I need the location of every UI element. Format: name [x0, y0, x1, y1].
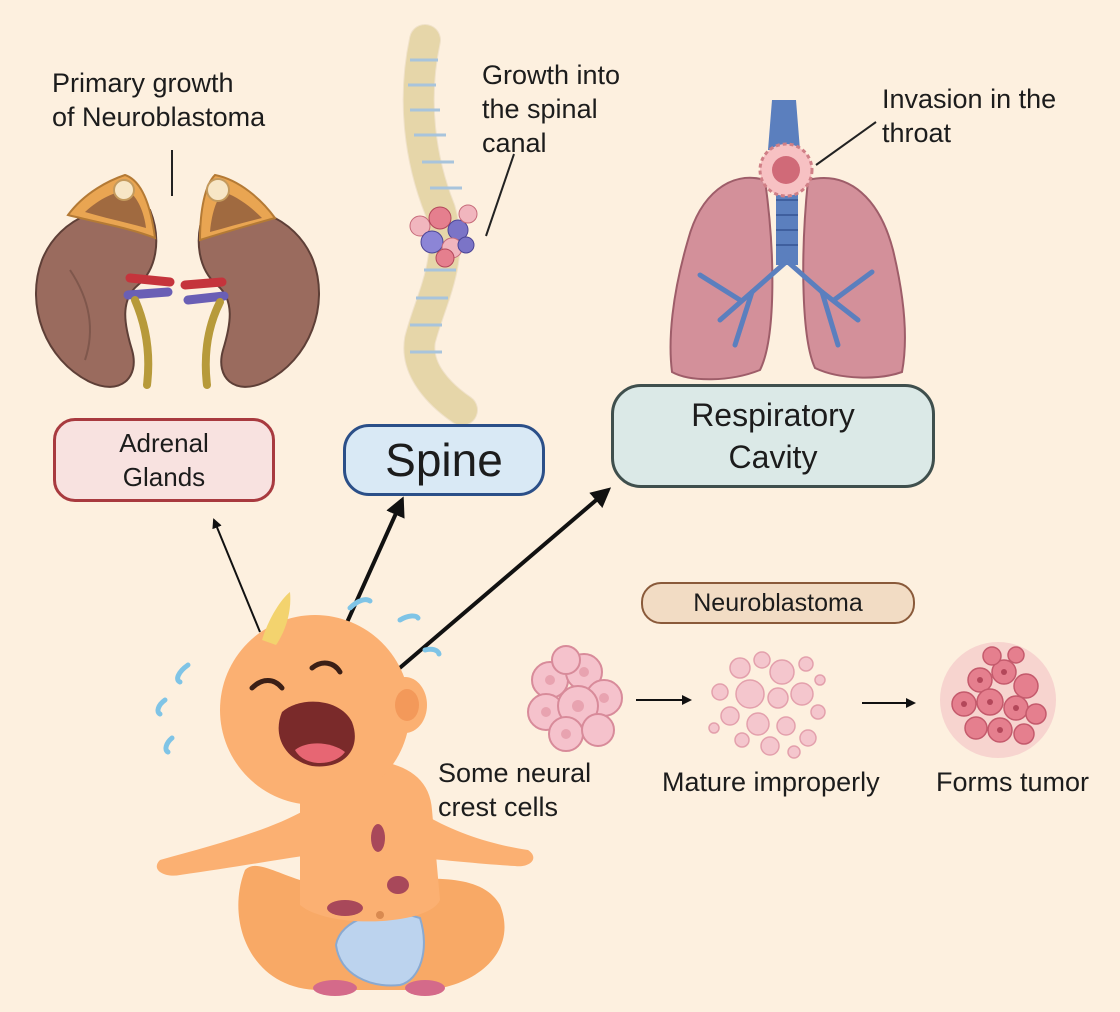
primary-growth-label: Primary growth of Neuroblastoma	[52, 66, 265, 134]
respiratory-box-line-2: Cavity	[728, 439, 818, 475]
spinal-growth-line-1: Growth into	[482, 60, 621, 90]
spinal-growth-line-3: canal	[482, 128, 547, 158]
primary-growth-line-2: of Neuroblastoma	[52, 102, 266, 132]
neuroblastoma-box: Neuroblastoma	[641, 582, 915, 624]
mature-improperly-label: Mature improperly	[662, 767, 880, 797]
neural-crest-line-1: Some neural	[438, 758, 592, 788]
throat-pointer	[815, 121, 877, 166]
primary-growth-line-1: Primary growth	[52, 68, 234, 98]
throat-invasion-line-1: Invasion in the	[882, 84, 1057, 114]
throat-invasion-line-2: throat	[882, 118, 952, 148]
respiratory-cavity-box: Respiratory Cavity	[611, 384, 935, 488]
adrenal-box-line-2: Glands	[122, 462, 206, 492]
spine-illustration	[402, 24, 478, 426]
spine-box-label: Spine	[385, 434, 503, 486]
lungs-illustration	[669, 100, 906, 381]
spinal-growth-pointer	[485, 153, 515, 237]
crying-baby-illustration	[155, 592, 534, 996]
spine-tumor	[409, 204, 478, 268]
kidneys-illustration	[34, 173, 321, 389]
neural-crest-cells-illustration	[527, 645, 623, 752]
spinal-growth-line-2: the spinal	[482, 94, 598, 124]
neural-crest-label: Some neural crest cells	[438, 756, 591, 824]
neuroblastoma-box-label: Neuroblastoma	[693, 588, 863, 617]
adrenal-box-line-1: Adrenal	[119, 428, 209, 458]
forms-tumor-label: Forms tumor	[936, 767, 1090, 797]
adrenal-glands-box: Adrenal Glands	[53, 418, 275, 502]
throat-invasion-label: Invasion in the throat	[882, 82, 1056, 150]
spine-box: Spine	[343, 424, 545, 496]
immature-cells-illustration	[708, 651, 826, 759]
neural-crest-line-2: crest cells	[438, 792, 559, 822]
tumor-cells-illustration	[940, 642, 1056, 758]
arrows	[212, 487, 916, 708]
spinal-growth-label: Growth into the spinal canal	[482, 58, 620, 160]
respiratory-box-line-1: Respiratory	[691, 397, 855, 433]
